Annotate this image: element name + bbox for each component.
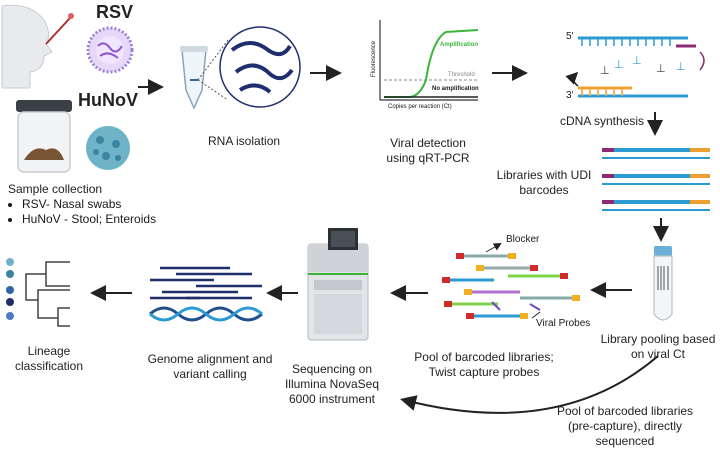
svg-text:⊥: ⊥ [600,65,610,77]
sample-collection-label: Sample collection [8,182,103,196]
pooling-tube-icon [653,246,673,321]
udi-libraries-icon [602,148,710,211]
sample-types-list: RSV- Nasal swabs HuNoV - Stool; Enteroid… [6,197,156,227]
capture-pool-label: Pool of barcoded libraries; Twist captur… [414,350,554,379]
three-prime-label: 3' [566,90,574,101]
sample-type-rsv: RSV- Nasal swabs [22,197,156,212]
pcr-xlabel: Copies per reaction (Ct) [388,104,452,110]
capture-pool-icon [442,243,580,319]
viral-probes-label: Viral Probes [536,318,591,329]
svg-text:⊥: ⊥ [614,59,624,71]
stool-sample-jar-icon [16,100,72,173]
rsv-title: RSV [96,2,134,22]
blocker-label: Blocker [506,234,540,245]
genome-alignment-icon [149,266,263,322]
precapture-curved-arrow [400,355,659,414]
alignment-label: Genome alignment and variant calling [147,352,273,381]
pcr-threshold-label: Threshold [448,72,475,78]
five-prime-label: 5' [566,31,574,42]
svg-text:⊥: ⊥ [676,61,686,73]
pooling-label: Library pooling based on viral Ct [600,332,716,361]
pcr-no-amplification-label: No amplification [432,86,479,92]
svg-text:⊥: ⊥ [656,63,666,75]
rna-isolation-label: RNA isolation [208,134,281,148]
phylogenetic-tree-icon [6,258,70,327]
novaseq-sequencer-icon [307,228,369,341]
rna-tube-icon [180,46,208,110]
cdna-synthesis-diagram: ⊥ ⊥ ⊥ ⊥ ⊥ [565,36,705,98]
precapture-label: Pool of barcoded libraries (pre-capture)… [556,404,694,448]
qpcr-plot [379,20,479,101]
pcr-ylabel: Fluorescence [371,40,377,78]
rsv-virus-icon [86,26,134,74]
hunov-virus-icon [86,126,130,170]
svg-text:⊥: ⊥ [632,55,642,67]
cdna-synthesis-label: cDNA synthesis [560,114,645,128]
head-swab-icon [1,4,74,89]
viral-detection-label: Viral detection using qRT-PCR [386,136,470,165]
hunov-title: HuNoV [78,90,138,110]
rna-strands-zoom-icon [219,26,301,108]
sequencing-label: Sequencing on Illumina NovaSeq 6000 inst… [284,362,380,406]
libraries-label: Libraries with UDI barcodes [496,168,592,197]
sample-type-hunov: HuNoV - Stool; Enteroids [22,212,156,227]
pcr-amplification-label: Amplification [440,42,479,48]
lineage-label: Lineage classification [14,344,84,373]
